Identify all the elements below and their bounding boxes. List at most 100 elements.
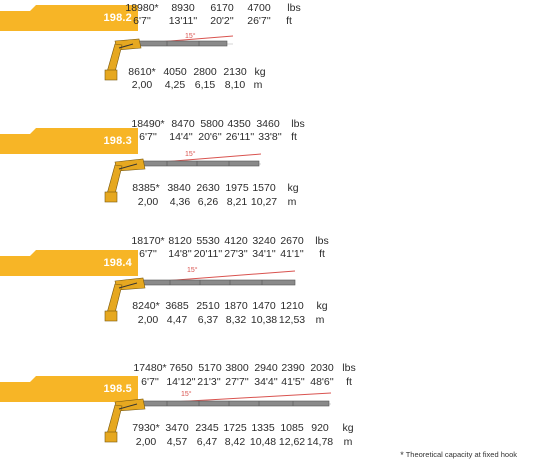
capacity-lbs-cell: 4350 bbox=[227, 118, 251, 130]
reach-m-cell: 2,00 bbox=[137, 314, 159, 326]
reach-ft-cell: 41'5'' bbox=[281, 376, 305, 388]
capacity-kg-cell: 1725 bbox=[223, 422, 247, 434]
crane-diagram-198-5: 15° bbox=[104, 390, 332, 443]
capacity-lbs-cell: 2670 bbox=[280, 235, 304, 247]
reach-ft-cell: 41'1'' bbox=[280, 248, 304, 260]
capacity-kg-cell: 4050 bbox=[163, 66, 187, 78]
capacity-lbs-cell: 3800 bbox=[225, 362, 249, 374]
unit-lbs: lbs bbox=[291, 118, 305, 130]
capacity-kg-cell: 1570 bbox=[252, 182, 276, 194]
capacity-kg-cell: 7930* bbox=[132, 422, 160, 434]
capacity-kg-cell: 2130 bbox=[223, 66, 247, 78]
footnote-star: * bbox=[400, 450, 404, 460]
unit-m: m bbox=[287, 196, 297, 208]
capacity-lbs-cell: 7650 bbox=[169, 362, 193, 374]
angle-label: 15° bbox=[181, 390, 192, 398]
reach-ft-cell: 13'11'' bbox=[168, 15, 198, 27]
reach-ft-cell: 26'7'' bbox=[247, 15, 271, 27]
footnote: * Theoretical capacity at fixed hook bbox=[400, 450, 517, 460]
model-banner-198-5 bbox=[0, 376, 138, 402]
model-label: 198.5 bbox=[103, 383, 132, 395]
reach-m-cell: 10,48 bbox=[249, 436, 277, 448]
capacity-kg-cell: 2510 bbox=[196, 300, 220, 312]
capacity-lbs-cell: 17480* bbox=[133, 362, 167, 374]
model-label-container: 198.3 bbox=[0, 128, 138, 154]
reach-m-cell: 2,00 bbox=[131, 79, 153, 91]
capacity-lbs-cell: 2390 bbox=[281, 362, 305, 374]
reach-ft-cell: 27'3'' bbox=[224, 248, 248, 260]
footnote-text: Theoretical capacity at fixed hook bbox=[405, 450, 517, 459]
capacity-lbs-cell: 8120 bbox=[168, 235, 192, 247]
angle-label: 15° bbox=[185, 32, 196, 40]
angle-label: 15° bbox=[187, 266, 198, 274]
reach-m-cell: 8,42 bbox=[224, 436, 246, 448]
model-banner-198-4 bbox=[0, 250, 138, 276]
capacity-kg-cell: 3840 bbox=[167, 182, 191, 194]
reach-m-cell: 4,57 bbox=[166, 436, 188, 448]
model-label-container: 198.5 bbox=[0, 376, 138, 402]
capacity-lbs-cell: 3240 bbox=[252, 235, 276, 247]
reach-m-cell: 6,26 bbox=[197, 196, 219, 208]
reach-ft-cell: 6'7'' bbox=[141, 376, 159, 388]
reach-m-cell: 12,62 bbox=[278, 436, 306, 448]
capacity-lbs-cell: 18490* bbox=[131, 118, 165, 130]
reach-ft-cell: 6'7'' bbox=[133, 15, 151, 27]
reach-m-cell: 4,25 bbox=[164, 79, 186, 91]
capacity-kg-cell: 1470 bbox=[252, 300, 276, 312]
capacity-lbs-cell: 5530 bbox=[196, 235, 220, 247]
unit-ft: ft bbox=[319, 248, 325, 260]
reach-m-cell: 8,21 bbox=[226, 196, 248, 208]
reach-m-cell: 12,53 bbox=[278, 314, 306, 326]
unit-m: m bbox=[253, 79, 263, 91]
model-banner-198-2 bbox=[0, 5, 138, 31]
reach-ft-cell: 14'12'' bbox=[166, 376, 196, 388]
reach-m-cell: 2,00 bbox=[137, 196, 159, 208]
angle-label: 15° bbox=[185, 150, 196, 158]
reach-ft-cell: 33'8'' bbox=[258, 131, 282, 143]
capacity-kg-cell: 1210 bbox=[280, 300, 304, 312]
capacity-kg-cell: 920 bbox=[311, 422, 329, 434]
reach-m-cell: 8,10 bbox=[224, 79, 246, 91]
capacity-lbs-cell: 18980* bbox=[125, 2, 159, 14]
capacity-kg-cell: 1085 bbox=[280, 422, 304, 434]
capacity-lbs-cell: 3460 bbox=[256, 118, 280, 130]
model-label-container: 198.2 bbox=[0, 5, 138, 31]
reach-m-cell: 6,47 bbox=[196, 436, 218, 448]
reach-ft-cell: 48'6'' bbox=[310, 376, 334, 388]
capacity-lbs-cell: 4700 bbox=[247, 2, 271, 14]
model-label: 198.2 bbox=[103, 12, 132, 24]
reach-ft-cell: 26'11'' bbox=[225, 131, 255, 143]
crane-diagram-198-2: 15° bbox=[104, 32, 234, 81]
reach-m-cell: 6,15 bbox=[194, 79, 216, 91]
reach-m-cell: 4,36 bbox=[169, 196, 191, 208]
capacity-lbs-cell: 4120 bbox=[224, 235, 248, 247]
capacity-lbs-cell: 2940 bbox=[254, 362, 278, 374]
reach-ft-cell: 6'7'' bbox=[139, 131, 157, 143]
unit-lbs: lbs bbox=[315, 235, 329, 247]
unit-m: m bbox=[315, 314, 325, 326]
capacity-lbs-cell: 18170* bbox=[131, 235, 165, 247]
crane-diagram-198-3: 15° bbox=[104, 150, 262, 203]
capacity-kg-cell: 2345 bbox=[195, 422, 219, 434]
capacity-lbs-cell: 8470 bbox=[171, 118, 195, 130]
reach-m-cell: 10,27 bbox=[250, 196, 278, 208]
unit-kg: kg bbox=[254, 66, 266, 78]
unit-lbs: lbs bbox=[342, 362, 356, 374]
capacity-kg-cell: 1335 bbox=[251, 422, 275, 434]
capacity-kg-cell: 1870 bbox=[224, 300, 248, 312]
capacity-kg-cell: 3685 bbox=[165, 300, 189, 312]
model-label-container: 198.4 bbox=[0, 250, 138, 276]
reach-m-cell: 4,47 bbox=[166, 314, 188, 326]
unit-ft: ft bbox=[346, 376, 352, 388]
capacity-kg-cell: 8240* bbox=[132, 300, 160, 312]
model-label: 198.3 bbox=[103, 135, 132, 147]
reach-ft-cell: 20'11'' bbox=[193, 248, 223, 260]
capacity-kg-cell: 2800 bbox=[193, 66, 217, 78]
capacity-kg-cell: 1975 bbox=[225, 182, 249, 194]
model-banner-198-3 bbox=[0, 128, 138, 154]
reach-m-cell: 14,78 bbox=[306, 436, 334, 448]
capacity-kg-cell: 3470 bbox=[165, 422, 189, 434]
unit-ft: ft bbox=[291, 131, 297, 143]
capacity-kg-cell: 8385* bbox=[132, 182, 160, 194]
unit-kg: kg bbox=[316, 300, 328, 312]
